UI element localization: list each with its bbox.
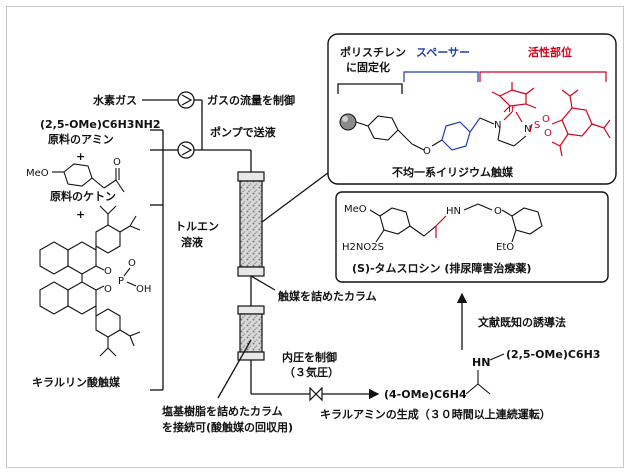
ketone-name: 原料のケトン (50, 189, 116, 203)
pressure-valve-icon (309, 386, 323, 402)
pump-label: ポンプで送液 (210, 125, 277, 139)
sulfonyl-o1-label: O (542, 114, 550, 125)
tamsulosin-sulfonamide: H2NO2S (342, 242, 384, 253)
ligand-n2-label: N (524, 124, 531, 135)
pressure-value: （３気圧） (284, 365, 339, 379)
tamsulosin-meo: MeO (344, 204, 367, 215)
ligand-n1-label: N (494, 120, 501, 131)
active-site-bracket (479, 71, 607, 82)
resin-column (237, 305, 265, 361)
phosphate-o3: O (128, 258, 136, 269)
pressure-label: 内圧を制御 (282, 350, 337, 364)
amine-name: 原料のアミン (48, 132, 114, 146)
tamsulosin-hn: HN (446, 206, 461, 217)
tamsulosin-caption: (S)-タムスロシン (排尿障害治療薬) (352, 261, 531, 275)
product-hn: HN (472, 356, 490, 369)
polystyrene-bracket (337, 83, 403, 94)
phosphate-o2: O (104, 284, 112, 295)
plus-sign-2: + (76, 208, 85, 221)
phosphate-o1: O (104, 266, 112, 277)
ether-o-label: O (423, 146, 431, 157)
catalyst-caption: 不均一系イリジウム触媒 (392, 165, 514, 179)
phosphate-p: P (118, 276, 124, 287)
catalyst-box: ポリスチレン に固定化 スペーサー 活性部位 O N N Ir (327, 33, 617, 185)
catalyst-column-pointer (250, 275, 276, 291)
spacer-label: スペーサー (416, 46, 470, 59)
polystyrene-label-1: ポリスチレン (340, 45, 406, 59)
catalyst-column (237, 171, 265, 277)
resin-column-label-2: を接続可(酸触媒の回収用) (162, 420, 293, 434)
product-aryl: (4-OMe)C6H4 (384, 388, 467, 401)
phosphate-oh: OH (136, 284, 151, 295)
cp-star-ring (498, 89, 527, 107)
tamsulosin-eto: EtO (496, 242, 514, 253)
carbonyl-o-label: O (113, 157, 121, 168)
product-amine-substituent: (2,5-OMe)C6H3 (506, 348, 600, 361)
active-site-label: 活性部位 (528, 45, 572, 59)
hydrogen-feed: 水素ガス ガスの流量を制御 (93, 91, 295, 109)
chiral-acid-label: キラルリン酸触媒 (32, 375, 121, 389)
phosphoric-acid-structure: O O P O OH (39, 205, 151, 357)
sulfur-label: S (534, 120, 540, 131)
hydrogen-gas-label: 水素ガス (93, 93, 137, 107)
product-amine: (4-OMe)C6H4 HN (2,5-OMe)C6H3 (384, 348, 600, 401)
chiral-amine-label: キラルアミンの生成（３０時間以上連続運転） (320, 407, 551, 421)
reagent-feed: ポンプで送液 (163, 125, 277, 172)
ketone-structure: MeO O (26, 157, 125, 193)
resin-column-label-1: 塩基樹脂を詰めたカラム (162, 404, 283, 418)
meo-label: MeO (26, 168, 49, 179)
toluene-label-1: トルエン (175, 220, 219, 233)
sulfonyl-o2-label: O (544, 128, 552, 139)
tamsulosin-o: O (494, 206, 502, 217)
toluene-label-2: 溶液 (181, 235, 204, 249)
polystyrene-label-2: に固定化 (346, 60, 390, 74)
plus-sign-1: + (76, 150, 85, 163)
derivation-label: 文献既知の誘導法 (478, 315, 566, 329)
resin-column-pointer (217, 339, 252, 399)
gas-flow-valve-icon (177, 91, 195, 109)
catalyst-column-label: 触媒を詰めたカラム (277, 289, 377, 303)
amine-formula: (2,5-OMe)C6H3NH2 (40, 118, 161, 131)
iridium-label: Ir (508, 104, 516, 115)
spacer-bracket (403, 71, 479, 82)
gas-flow-label: ガスの流量を制御 (207, 93, 295, 107)
product-box: MeO H2NO2S HN O EtO (S)-タムスロシン (排尿障害治療薬) (335, 191, 609, 283)
reagent-bracket (150, 129, 164, 391)
polymer-bead-icon (339, 113, 357, 131)
pump-icon (177, 141, 195, 159)
